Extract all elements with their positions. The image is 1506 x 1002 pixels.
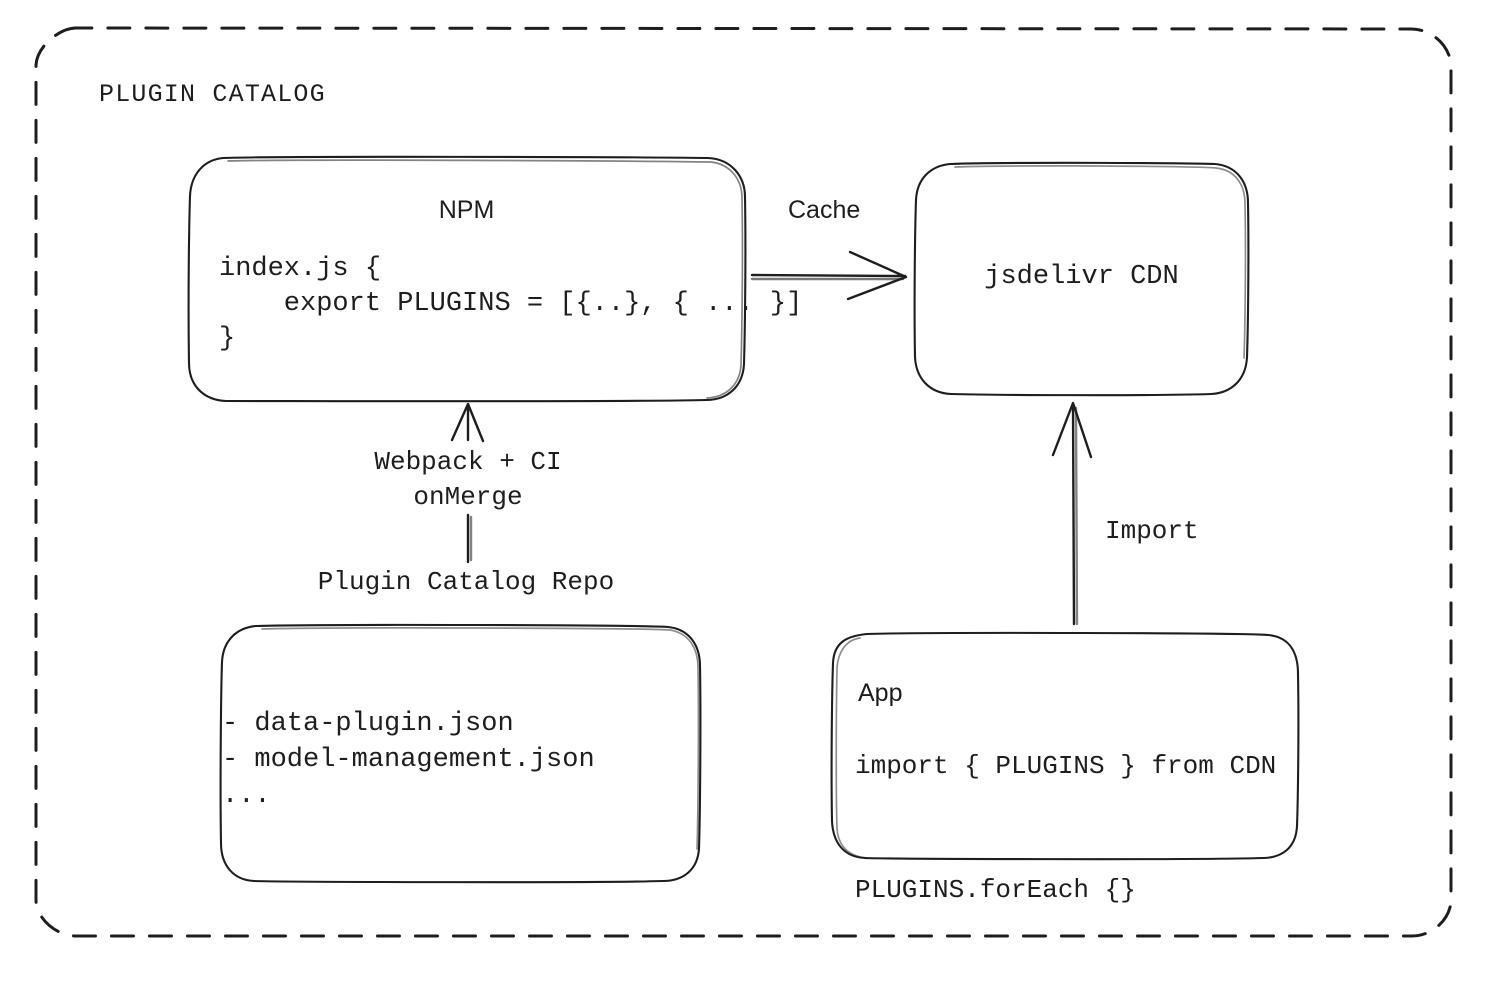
app-node-title: App: [858, 679, 903, 707]
diagram-title: PLUGIN CATALOG: [99, 80, 326, 109]
npm-node-shape[interactable]: [187, 155, 747, 403]
edge-build-arrow: [450, 402, 485, 564]
app-node-code: import { PLUGINS } from CDN PLUGINS.forE…: [855, 751, 1277, 905]
edge-label-build: Webpack + CI onMerge: [374, 447, 562, 512]
edge-label-import: Import: [1105, 516, 1199, 546]
npm-node-code: index.js { export PLUGINS = [{..}, { ...…: [219, 254, 803, 354]
npm-node-title: NPM: [438, 196, 495, 224]
repo-node-caption: Plugin Catalog Repo: [317, 567, 615, 597]
edge-import-arrow: [1051, 401, 1093, 626]
cdn-node-shape[interactable]: [913, 161, 1250, 397]
cdn-node-title: jsdelivr CDN: [984, 262, 1179, 292]
app-node-shape[interactable]: [830, 631, 1300, 861]
repo-node-shape[interactable]: [219, 623, 702, 884]
edge-label-cache: Cache: [788, 196, 861, 224]
repo-node-file-list: - data-plugin.json - model-management.js…: [222, 709, 595, 811]
plugin-catalog-container-border: [34, 26, 1453, 938]
edge-cache-arrow: [750, 250, 908, 301]
